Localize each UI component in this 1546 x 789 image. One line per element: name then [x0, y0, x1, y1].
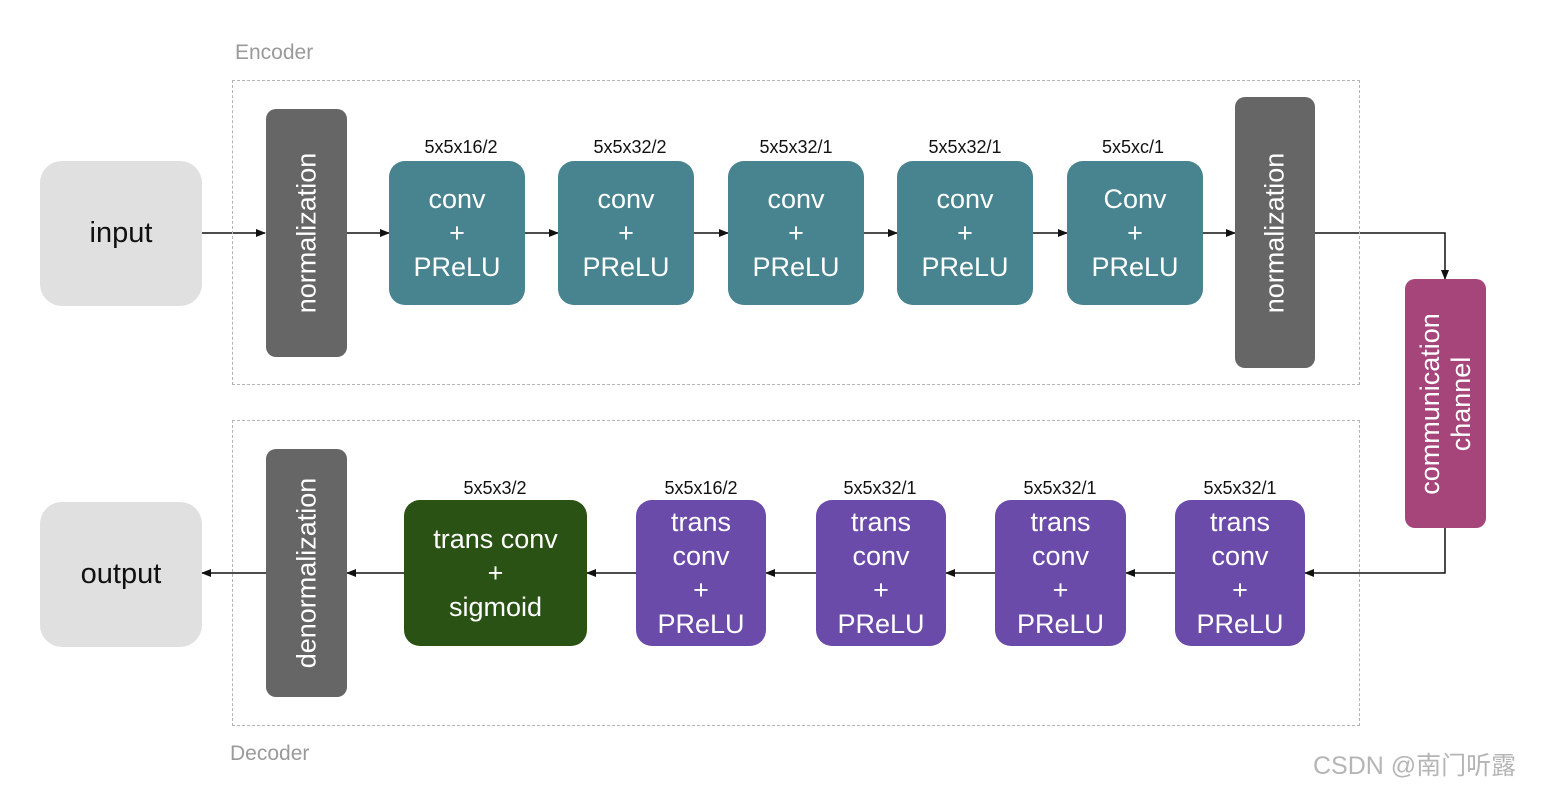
conv-block-3: conv + PReLU: [728, 161, 864, 305]
tconv3-dim: 5x5x32/1: [1023, 478, 1097, 498]
encoder-group: [232, 80, 1360, 385]
conv1-line2: +: [449, 218, 465, 248]
conv3-line2: +: [788, 218, 804, 248]
conv-block-1: conv + PReLU: [389, 161, 525, 305]
encoder-label: Encoder: [235, 41, 314, 64]
output-label: output: [80, 558, 162, 590]
output-node: output: [40, 502, 202, 647]
communication-channel-block: communication channel: [1405, 279, 1486, 528]
arrow-norm2-to-channel: [1315, 232, 1449, 280]
tconv2-line3: +: [873, 575, 889, 605]
tconv3-line4: PReLU: [1016, 609, 1105, 639]
conv-block-2: conv + PReLU: [558, 161, 694, 305]
decoder-group: [232, 420, 1360, 726]
tconv3-line1: trans: [1030, 507, 1091, 537]
conv4-dim: 5x5x32/1: [928, 137, 1002, 157]
conv-block-4: conv + PReLU: [897, 161, 1033, 305]
conv5-line3: PReLU: [1091, 252, 1179, 282]
normalization-block-2: normalization: [1235, 97, 1315, 368]
tconv4-line3: +: [1232, 575, 1248, 605]
conv2-line2: +: [618, 218, 634, 248]
trans-conv-block-2: trans conv + PReLU: [816, 500, 946, 646]
final-line3: sigmoid: [448, 592, 543, 622]
conv1-dim: 5x5x16/2: [424, 137, 498, 157]
final-line2: +: [487, 558, 504, 588]
watermark: CSDN @南门听露: [1313, 752, 1517, 780]
conv4-line1: conv: [936, 184, 994, 214]
tconv2-line2: conv: [852, 541, 910, 571]
normalization-block: normalization: [266, 109, 347, 357]
conv2-line1: conv: [597, 184, 655, 214]
conv1-line1: conv: [428, 184, 486, 214]
channel-line1: communication: [1414, 312, 1445, 495]
final-block-dim: 5x5x3/2: [463, 478, 527, 498]
normalization-label: normalization: [290, 152, 321, 314]
tconv2-line1: trans: [850, 507, 912, 537]
communication-channel-label: communication channel: [1414, 313, 1476, 495]
conv4-line2: +: [957, 218, 973, 248]
conv5-line2: +: [1127, 218, 1143, 248]
trans-conv-sigmoid-block: trans conv + sigmoid: [404, 500, 587, 646]
tconv1-line1: trans: [670, 507, 732, 537]
trans-conv-block-4: trans conv + PReLU: [1175, 500, 1305, 646]
final-line1: trans conv: [433, 524, 558, 554]
conv2-dim: 5x5x32/2: [593, 137, 667, 157]
conv5-line1: Conv: [1103, 184, 1167, 214]
normalization-2-label: normalization: [1259, 152, 1290, 313]
tconv4-line2: conv: [1211, 541, 1269, 571]
tconv4-dim: 5x5x32/1: [1203, 478, 1277, 498]
input-label: input: [89, 217, 153, 249]
tconv2-line4: PReLU: [837, 609, 925, 639]
decoder-label: Decoder: [230, 742, 310, 765]
conv1-line3: PReLU: [413, 252, 501, 282]
tconv1-line4: PReLU: [657, 609, 745, 639]
tconv1-line3: +: [693, 575, 709, 605]
conv3-line3: PReLU: [752, 252, 840, 282]
input-node: input: [40, 161, 202, 306]
conv-block-5: Conv + PReLU: [1067, 161, 1203, 305]
conv4-line3: PReLU: [921, 252, 1009, 282]
tconv1-line2: conv: [672, 541, 730, 571]
trans-conv-block-3: trans conv + PReLU: [995, 500, 1126, 646]
conv3-dim: 5x5x32/1: [759, 137, 833, 157]
channel-line2: channel: [1445, 356, 1476, 451]
denormalization-block: denormalization: [266, 449, 347, 697]
trans-conv-block-1: trans conv + PReLU: [636, 500, 766, 646]
tconv2-dim: 5x5x32/1: [843, 478, 917, 498]
tconv4-line4: PReLU: [1196, 609, 1284, 639]
conv2-line3: PReLU: [582, 252, 670, 282]
conv5-dim: 5x5xc/1: [1101, 137, 1165, 157]
denormalization-label: denormalization: [290, 477, 321, 669]
tconv3-line2: conv: [1031, 541, 1090, 571]
tconv3-line3: +: [1052, 575, 1069, 605]
conv3-line1: conv: [767, 184, 825, 214]
arrow-channel-to-tconv4: [1304, 528, 1446, 577]
tconv1-dim: 5x5x16/2: [664, 478, 738, 498]
tconv4-line1: trans: [1209, 507, 1271, 537]
